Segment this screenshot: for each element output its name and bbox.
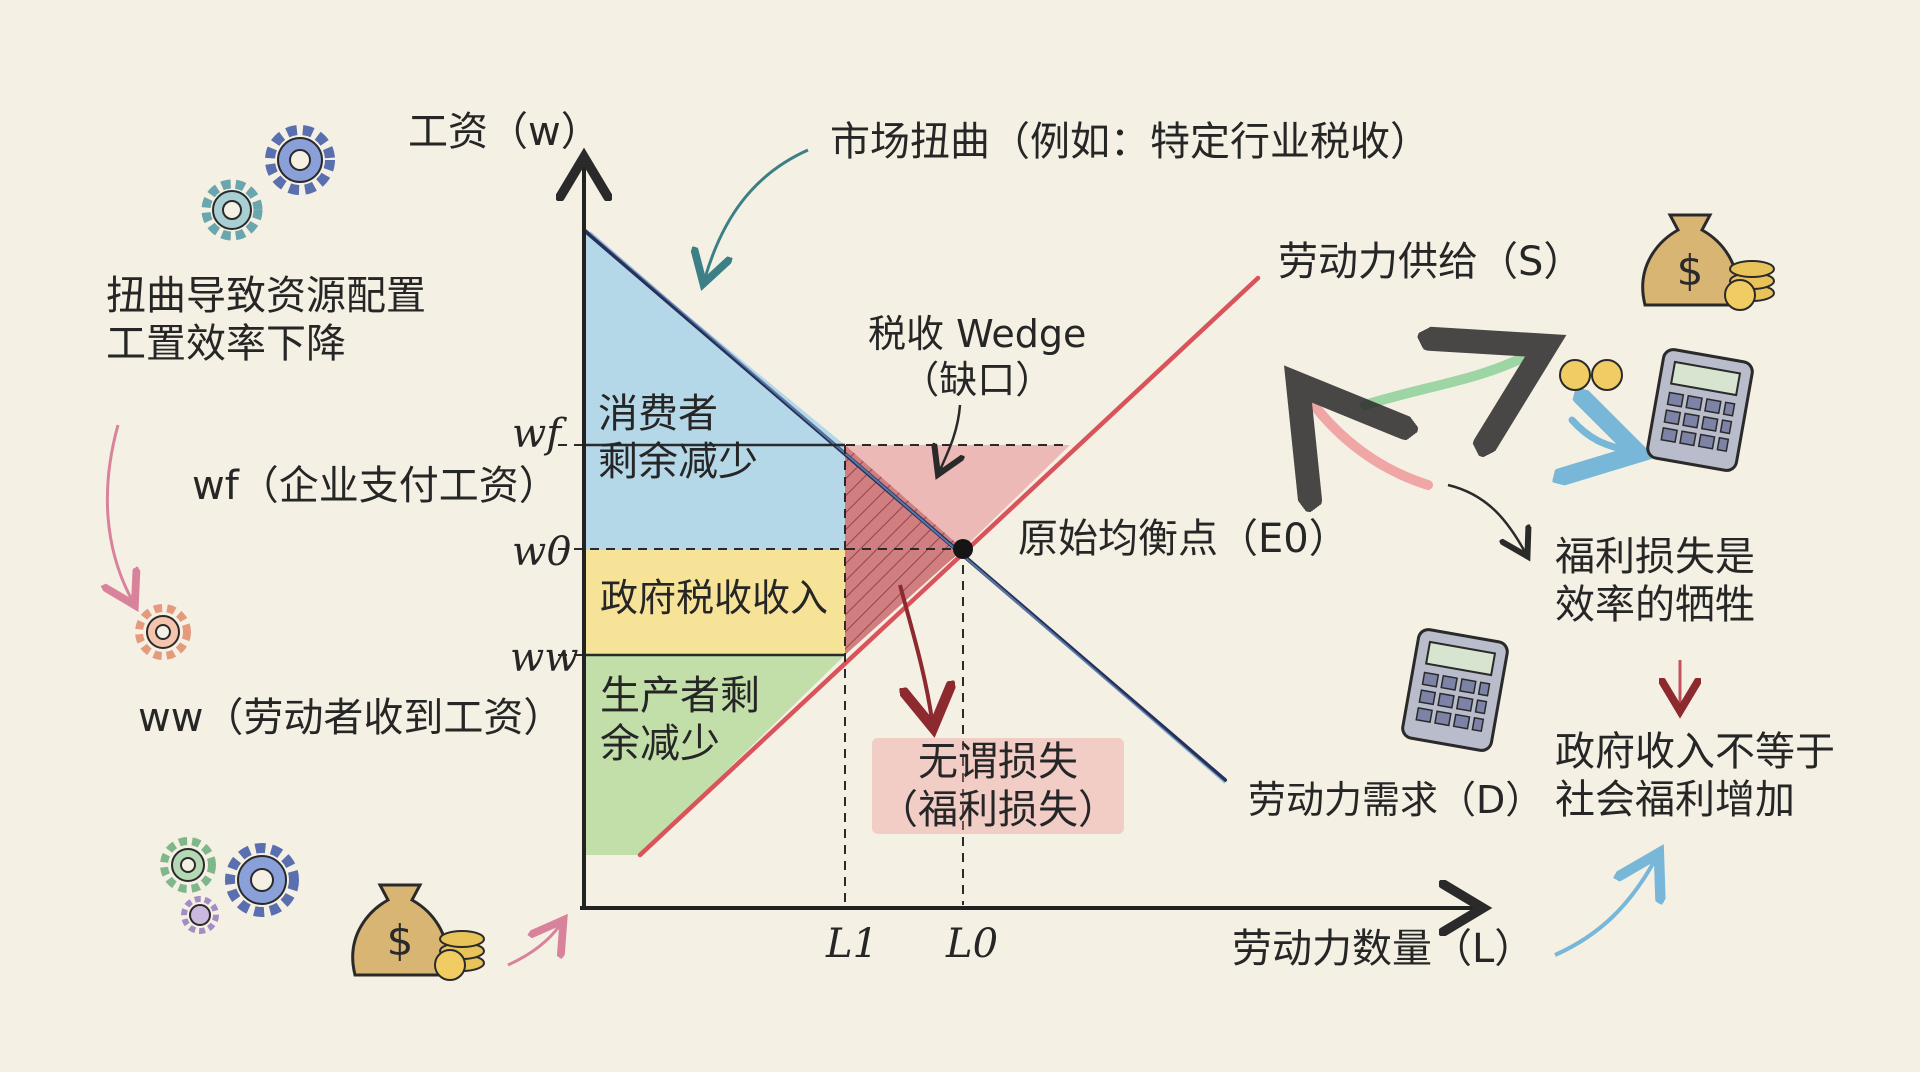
blue-small-arrow <box>1572 420 1625 450</box>
welfare-arrow <box>1447 483 1525 552</box>
svg-text:$: $ <box>1677 246 1704 295</box>
deadweight-arrow <box>898 584 932 720</box>
welfare-loss-note: 福利损失是 效率的牺牲 <box>1555 534 1755 628</box>
y-axis-label: 工资（w） <box>408 109 601 155</box>
producer-surplus-area <box>584 655 845 855</box>
gear-icon-orange <box>135 604 191 660</box>
misallocation-note: 扭曲导致资源配置 工置效率下降 <box>106 273 426 367</box>
equilibrium-point <box>953 539 973 559</box>
bottom-left-arrow <box>507 925 560 967</box>
wedge-pointer <box>940 404 960 470</box>
government-revenue-area <box>584 550 845 655</box>
demand-label: 劳动力需求（D） <box>1248 778 1544 822</box>
equilibrium-label: 原始均衡点（E0） <box>1018 516 1349 562</box>
svg-text:$: $ <box>387 916 414 965</box>
wf-description: wf（企业支付工资） <box>192 463 559 509</box>
bottom-right-arrow <box>1554 860 1655 957</box>
green-curve-arrow <box>1360 355 1528 405</box>
supply-line <box>637 275 1261 858</box>
deadweight-loss-hatch <box>845 445 963 655</box>
gear-icon-bottom-blue <box>225 843 299 917</box>
deadweight-loss-label: 无谓损失 （福利损失） <box>872 738 1124 834</box>
money-bag-icon-bottom: $ <box>351 883 485 981</box>
distortion-arrow <box>705 148 809 278</box>
demand-line-shade <box>589 231 1226 784</box>
calculator-icon-middle <box>1401 628 1509 752</box>
misallocation-arrow <box>107 424 132 600</box>
tax-wedge-area <box>845 445 1070 549</box>
consumer-surplus-label: 消费者 剩余减少 <box>598 391 758 485</box>
gear-icon-bottom-green <box>160 837 216 893</box>
government-revenue-note: 政府收入不等于 社会福利增加 <box>1555 729 1835 823</box>
x-axis-label: 劳动力数量（L） <box>1232 926 1535 972</box>
market-distortion-note: 市场扭曲（例如：特定行业税收） <box>830 119 1430 165</box>
tax-wedge-label: 税收 Wedge （缺口） <box>868 312 1087 402</box>
calculator-icon-top <box>1646 348 1754 472</box>
l0-tick-label: L0 <box>946 921 999 967</box>
l1-tick-label: L1 <box>826 921 879 967</box>
pink-curve-arrow <box>1310 400 1433 485</box>
gear-icon-top-large <box>265 125 335 195</box>
supply-label: 劳动力供给（S） <box>1278 239 1584 285</box>
government-revenue-label: 政府税收收入 <box>600 576 829 620</box>
coins-icon <box>1559 359 1623 391</box>
gear-icon-bottom-purple <box>181 896 219 934</box>
producer-surplus-label: 生产者剩 余减少 <box>600 673 760 767</box>
w0-tick-label: w0 <box>512 529 572 575</box>
gear-icon-top-small <box>201 179 263 241</box>
ww-tick-label: ww <box>510 635 579 681</box>
ww-description: ww（劳动者收到工资） <box>138 695 564 741</box>
money-bag-icon-top: $ <box>1641 213 1775 311</box>
consumer-surplus-area <box>584 230 845 550</box>
wf-tick-label: wf <box>512 411 562 457</box>
